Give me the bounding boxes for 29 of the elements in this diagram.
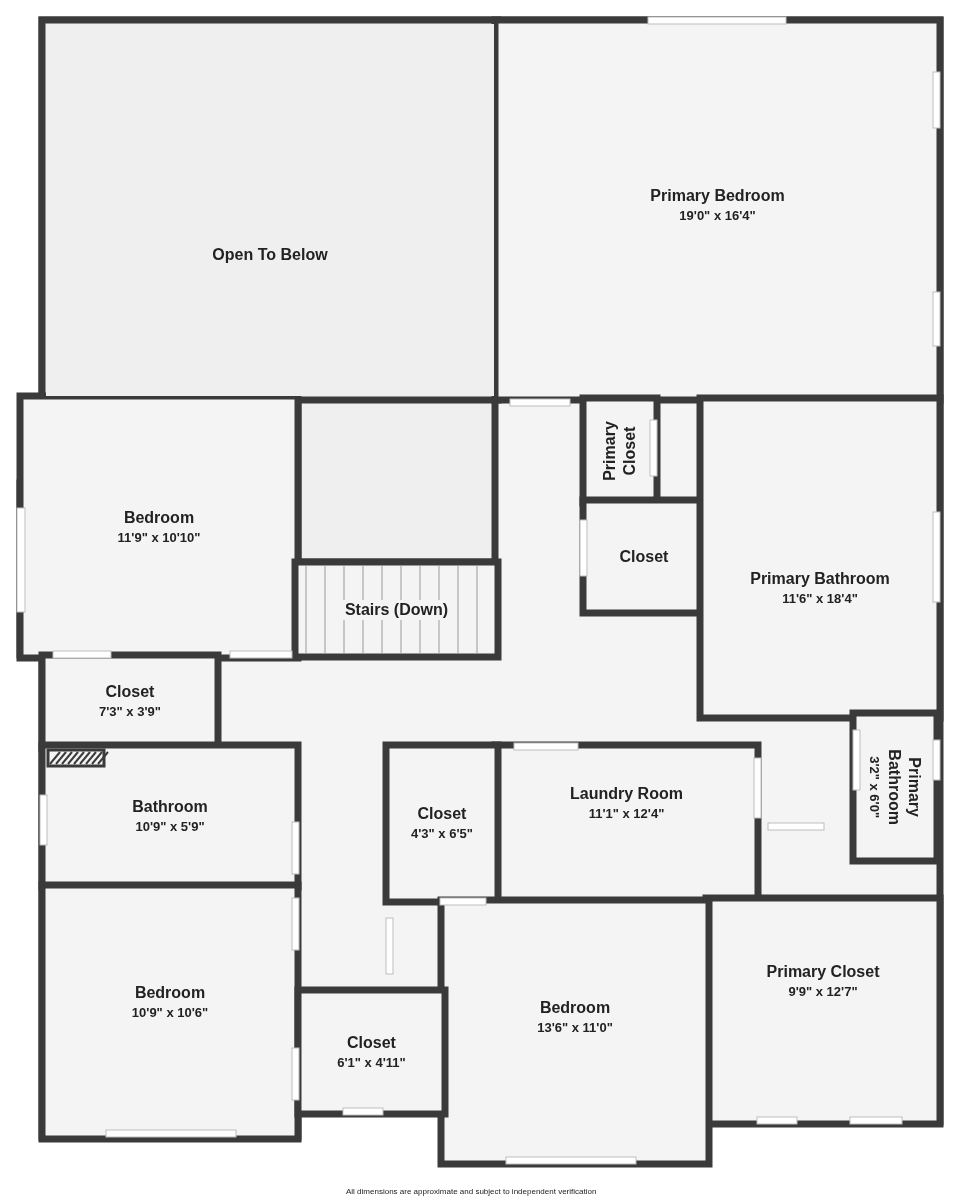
room-dimensions: 7'3" x 3'9" xyxy=(99,704,161,721)
room-dimensions: 3'2" x 6'0" xyxy=(866,756,883,818)
room-name: Primary Closet xyxy=(600,419,639,483)
room-name: Primary Bathroom xyxy=(750,568,890,589)
room-name: Bedroom xyxy=(539,997,611,1018)
room-name: Bedroom xyxy=(123,507,195,528)
room-dimensions: 10'9" x 10'6" xyxy=(131,1004,209,1022)
room-name: Laundry Room xyxy=(570,784,683,805)
open-area xyxy=(46,24,494,396)
room-dimensions: 13'6" x 11'0" xyxy=(537,1019,613,1037)
room-dimensions: 11'1" x 12'4" xyxy=(588,806,665,823)
room-dimensions: 4'3" x 6'5" xyxy=(411,826,473,843)
room-name: Primary Bathroom xyxy=(885,748,925,827)
room-name: Bedroom xyxy=(134,982,206,1003)
room-dimensions: 19'0" x 16'4" xyxy=(679,207,756,225)
room-name: Open To Below xyxy=(212,245,328,265)
room-name: Closet xyxy=(417,804,467,825)
room-dimensions: 10'9" x 5'9" xyxy=(135,818,205,836)
room-name: Closet xyxy=(619,546,669,567)
room-name: Primary Bedroom xyxy=(650,185,785,206)
room-name: Closet xyxy=(105,682,155,703)
room-name: Closet xyxy=(347,1032,396,1053)
disclaimer-note: All dimensions are approximate and subject to independent verification xyxy=(346,1186,597,1198)
room-dimensions: 9'9" x 12'7" xyxy=(788,983,858,1001)
room-name: Bathroom xyxy=(132,796,208,817)
room-dimensions: 6'1" x 4'11" xyxy=(337,1054,406,1072)
room-name: Primary Closet xyxy=(766,961,880,982)
room-dimensions: 11'6" x 18'4" xyxy=(782,590,858,608)
room-dimensions: 11'9" x 10'10" xyxy=(117,529,201,547)
